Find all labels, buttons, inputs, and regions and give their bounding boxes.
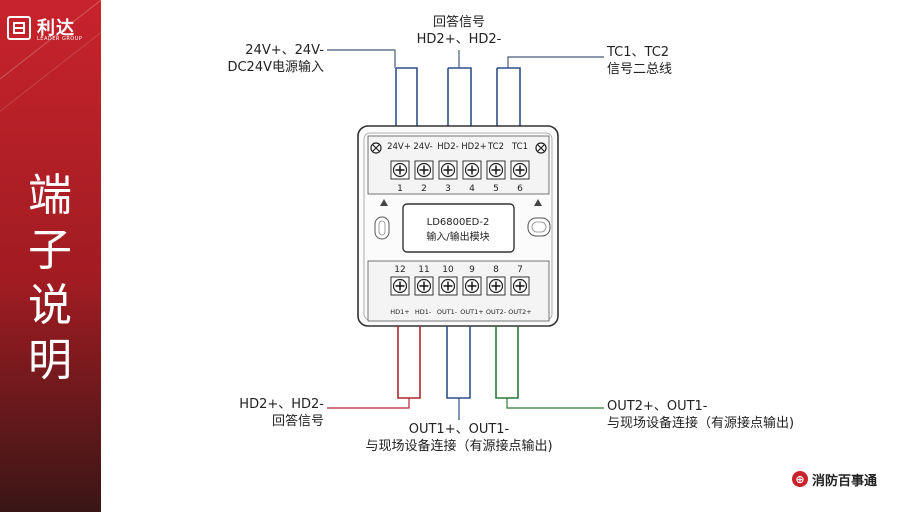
top-terminal-number-3: 3 [445, 184, 451, 194]
label-line: OUT1+、OUT1- [408, 422, 510, 437]
top-terminal-number-4: 4 [469, 184, 475, 194]
bottom-terminal-label-6: OUT2+ [508, 308, 531, 316]
bus-label: TC1、TC2 信号二总线 [607, 44, 672, 78]
wire-out2-pair [495, 326, 519, 399]
model-number: LD6800ED-2 [427, 217, 490, 228]
page-title: 端 子 说 明 [14, 168, 86, 388]
top-terminal-label-6: TC1 [511, 142, 528, 152]
power-input-label: 24V+、24V- DC24V电源输入 [227, 42, 324, 76]
logo-mark-icon [7, 16, 31, 40]
module-name: 输入/输出模块 [426, 230, 489, 243]
top-terminal-number-1: 1 [397, 184, 403, 194]
footer-brand: ⊕ 消防百事通 [792, 470, 878, 489]
bottom-terminal-number-5: 8 [493, 265, 499, 275]
top-terminal-screw-2-icon [414, 160, 434, 180]
label-line: TC1、TC2 [607, 45, 670, 60]
bottom-terminal-label-1: HD1+ [390, 308, 409, 316]
title-char: 明 [28, 335, 72, 386]
bottom-terminal-number-6: 7 [517, 265, 523, 275]
bottom-terminal-screw-3-icon [438, 276, 458, 296]
top-terminal-label-3: HD2- [437, 142, 458, 152]
top-wire-bundle [395, 67, 521, 135]
bottom-terminal-screws [390, 276, 530, 296]
leader-line-out2 [506, 398, 604, 409]
out1-label: OUT1+、OUT1- 与现场设备连接（有源接点输出) [338, 421, 580, 455]
label-line: HD2+、HD2- [416, 32, 502, 47]
footer-brand-text: 消防百事通 [812, 473, 878, 489]
label-line: 回答信号 [432, 15, 485, 30]
title-char: 说 [28, 280, 72, 331]
indicator-arrow-icon [380, 199, 388, 206]
top-terminal-screws [390, 160, 530, 180]
label-line: 信号二总线 [607, 62, 673, 77]
brand-logo: 利达 LEADER GROUP [7, 16, 99, 46]
bottom-terminal-number-2: 11 [418, 265, 429, 275]
bottom-terminal-label-3: OUT1- [437, 308, 458, 316]
label-line: DC24V电源输入 [227, 60, 324, 75]
indicator-arrow-icon [534, 199, 542, 206]
top-terminal-screw-6-icon [510, 160, 530, 180]
label-line: 回答信号 [271, 414, 324, 429]
answer-signal-bottom-label: HD2+、HD2- 回答信号 [239, 396, 324, 430]
bottom-wire-bundle [397, 326, 519, 399]
bottom-terminal-screw-6-icon [510, 276, 530, 296]
bottom-terminal-number-4: 9 [469, 265, 475, 275]
sidebar: 利达 LEADER GROUP 端 子 说 明 [0, 0, 101, 512]
title-char: 子 [28, 225, 72, 276]
leader-line-answer-bottom [327, 398, 410, 409]
label-line: HD2+、HD2- [239, 397, 324, 412]
top-terminal-label-4: HD2+ [461, 142, 486, 152]
label-line: 24V+、24V- [245, 43, 324, 58]
top-terminal-label-1: 24V+ [387, 142, 411, 152]
bottom-terminal-label-5: OUT2- [486, 308, 507, 316]
bottom-terminal-number-1: 12 [394, 265, 405, 275]
brand-emblem-icon: ⊕ [792, 471, 808, 487]
top-terminal-labels: 24V+24V- HD2-HD2+TC2 TC1 1 2 3 4 5 6 [387, 142, 528, 194]
top-terminal-number-6: 6 [517, 184, 523, 194]
bottom-terminal-label-4: OUT1+ [460, 308, 483, 316]
top-terminal-screw-1-icon [390, 160, 410, 180]
model-label-box [402, 203, 515, 253]
logo-text: 利达 [37, 18, 75, 39]
top-terminal-screw-4-icon [462, 160, 482, 180]
top-terminal-screw-3-icon [438, 160, 458, 180]
out2-label: OUT2+、OUT1- 与现场设备连接（有源接点输出) [607, 398, 794, 432]
bottom-terminal-screw-1-icon [390, 276, 410, 296]
label-line: 与现场设备连接（有源接点输出) [365, 439, 553, 454]
label-line: 与现场设备连接（有源接点输出) [607, 416, 795, 431]
title-char: 端 [28, 170, 72, 221]
bottom-terminal-screw-2-icon [414, 276, 434, 296]
answer-signal-top-label: 回答信号 HD2+、HD2- [404, 14, 514, 48]
programming-port-icon [527, 217, 551, 237]
top-terminal-label-5: TC2 [487, 142, 504, 152]
bottom-terminal-number-3: 10 [442, 265, 454, 275]
leader-line-bus [507, 56, 604, 68]
bottom-terminal-label-2: HD1- [415, 308, 432, 316]
wire-answer-pair [397, 326, 421, 399]
label-line: OUT2+、OUT1- [607, 399, 708, 414]
top-terminal-number-2: 2 [421, 184, 427, 194]
top-terminal-screw-5-icon [486, 160, 506, 180]
logo-subtitle: LEADER GROUP [37, 36, 83, 42]
bottom-terminal-screw-5-icon [486, 276, 506, 296]
top-terminal-label-2: 24V- [413, 142, 432, 152]
led-indicator-icon [374, 216, 390, 240]
top-terminal-number-5: 5 [493, 184, 499, 194]
leader-line-power [327, 49, 396, 68]
wire-out1-pair [446, 326, 471, 399]
bottom-terminal-screw-4-icon [462, 276, 482, 296]
